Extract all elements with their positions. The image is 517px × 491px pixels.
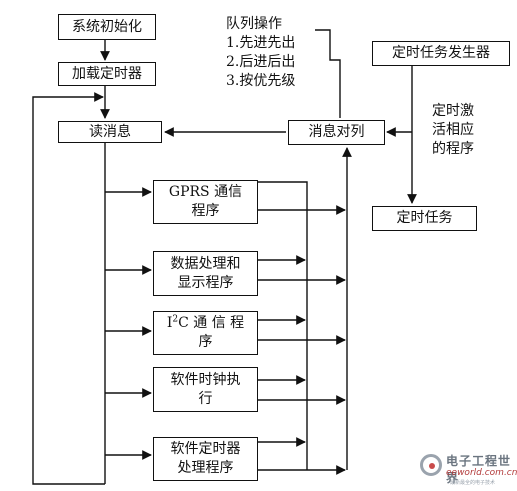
node-data-display-program-label: 数据处理和 显示程序 xyxy=(170,255,241,291)
eeworld-logo-icon xyxy=(420,454,442,476)
queue-ops-bracket xyxy=(315,29,341,118)
watermark-sub: 最新最全的电子技术 xyxy=(450,480,496,486)
node-i2c-program-label: I2C 通 信 程 序 xyxy=(167,314,244,352)
node-soft-clock-label: 软件时钟执 行 xyxy=(170,371,241,407)
node-soft-timer-handler: 软件定时器 处理程序 xyxy=(153,437,258,481)
i2c-rest: C 通 信 程 序 xyxy=(178,315,245,350)
i2c-superscript: 2 xyxy=(172,314,179,325)
watermark-url: eeworld.com.cn xyxy=(446,468,517,478)
timer-activation-note: 定时激 活相应 的程序 xyxy=(432,103,474,157)
node-message-queue: 消息对列 xyxy=(288,120,385,145)
node-i2c-program: I2C 通 信 程 序 xyxy=(153,311,258,355)
i2c-prefix: I xyxy=(166,315,173,331)
feedback-loop xyxy=(32,92,105,485)
queue-operations-note: 队列操作 1.先进先出 2.后进后出 3.按优先级 xyxy=(226,16,296,89)
node-message-queue-label: 消息对列 xyxy=(308,124,365,140)
node-load-timer: 加载定时器 xyxy=(58,62,156,86)
node-gprs-program-label: GPRS 通信 程序 xyxy=(168,184,243,219)
node-gprs-program: GPRS 通信 程序 xyxy=(153,180,258,224)
node-read-message-label: 读消息 xyxy=(89,123,131,140)
node-data-display-program: 数据处理和 显示程序 xyxy=(153,251,258,296)
eeworld-watermark: 电子工程世界 eeworld.com.cn 最新最全的电子技术 xyxy=(420,452,517,488)
node-system-init: 系统初始化 xyxy=(58,14,156,40)
node-timer-task-label: 定时任务 xyxy=(396,210,453,226)
node-soft-clock: 软件时钟执 行 xyxy=(153,367,258,412)
node-timer-generator: 定时任务发生器 xyxy=(372,41,510,66)
inner-collector xyxy=(258,181,308,470)
node-timer-task: 定时任务 xyxy=(372,206,477,231)
node-load-timer-label: 加载定时器 xyxy=(72,65,142,82)
node-timer-generator-label: 定时任务发生器 xyxy=(392,45,490,61)
node-soft-timer-handler-label: 软件定时器 处理程序 xyxy=(170,441,241,476)
watermark-cn: 电子工程世界 xyxy=(446,454,512,485)
node-system-init-label: 系统初始化 xyxy=(72,18,142,35)
node-read-message: 读消息 xyxy=(58,121,162,143)
